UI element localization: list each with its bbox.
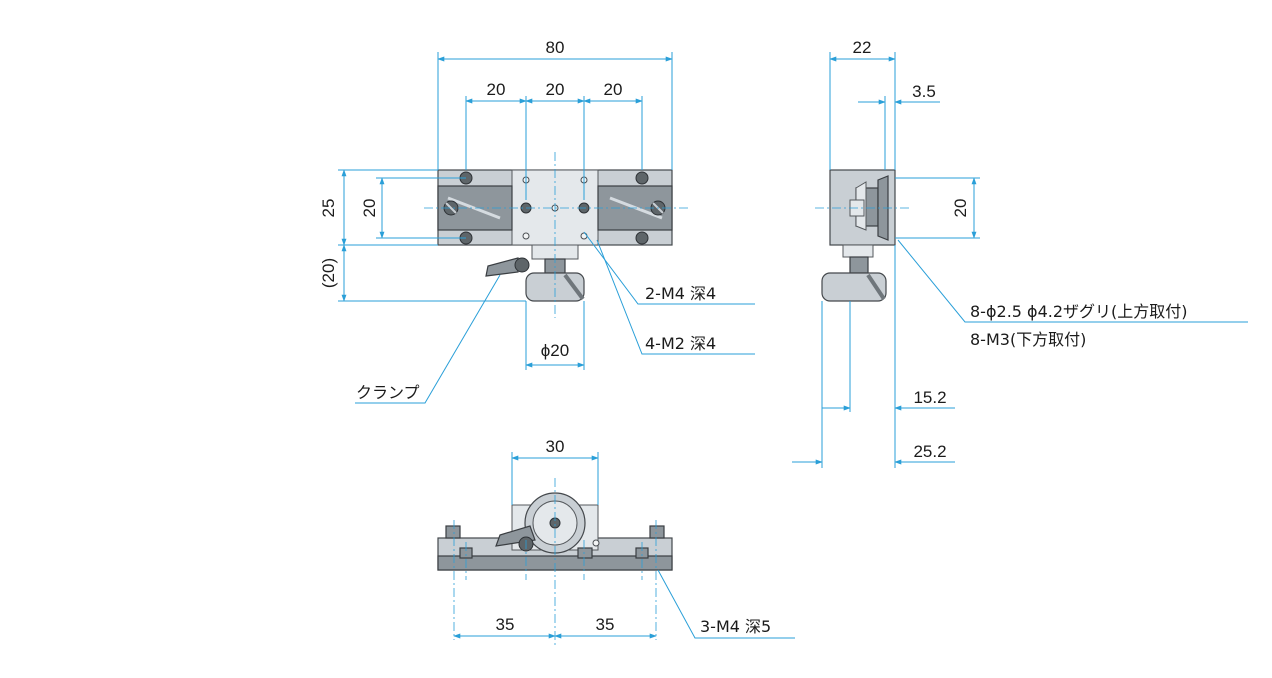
callout-mount-top: 8-ϕ2.5 ϕ4.2ザグリ(上方取付) (970, 302, 1188, 321)
dim-knob-diameter: ϕ20 (541, 341, 569, 360)
side-knob-housing (842, 244, 874, 258)
dim-side-knob-a: 15.2 (913, 388, 946, 407)
front-screw-head (577, 547, 593, 559)
dim-side-knob-b: 25.2 (913, 442, 946, 461)
side-view (792, 52, 1248, 468)
front-screw-head (445, 525, 461, 539)
dim-top-pitch-right: 20 (604, 80, 623, 99)
side-knob-shaft (849, 256, 869, 274)
front-view (437, 452, 795, 645)
dim-height-inner: 20 (360, 199, 379, 218)
front-screw-head (649, 525, 665, 539)
dim-front-left: 35 (496, 615, 515, 634)
callout-mount-bottom: 8-M3(下方取付) (970, 330, 1086, 349)
dim-top-width: 80 (546, 38, 565, 57)
screw-icon (635, 171, 649, 185)
clamp-screw-icon (514, 257, 530, 273)
dim-top-pitch-mid: 20 (546, 80, 565, 99)
callout-tap-m4: 2-M4 深4 (645, 284, 716, 303)
dim-side-offset: 3.5 (912, 82, 936, 101)
callout-tap-m4-front: 3-M4 深5 (700, 617, 771, 636)
dim-side-width: 22 (853, 38, 872, 57)
screw-icon (635, 231, 649, 245)
dim-front-width: 30 (546, 437, 565, 456)
rail-highlight-left (447, 196, 501, 220)
m2-hole-icon (580, 232, 588, 240)
dim-top-pitch-left: 20 (487, 80, 506, 99)
callout-clamp: クランプ (356, 383, 420, 402)
callout-tap-m2: 4-M2 深4 (645, 334, 716, 353)
top-view (338, 52, 755, 404)
dim-side-height: 20 (951, 199, 970, 218)
dim-height-total: 25 (319, 199, 338, 218)
clamp-lever (485, 257, 519, 277)
dim-knob-extension: (20) (319, 258, 338, 288)
m2-hole-icon (522, 232, 530, 240)
dim-front-right: 35 (596, 615, 615, 634)
